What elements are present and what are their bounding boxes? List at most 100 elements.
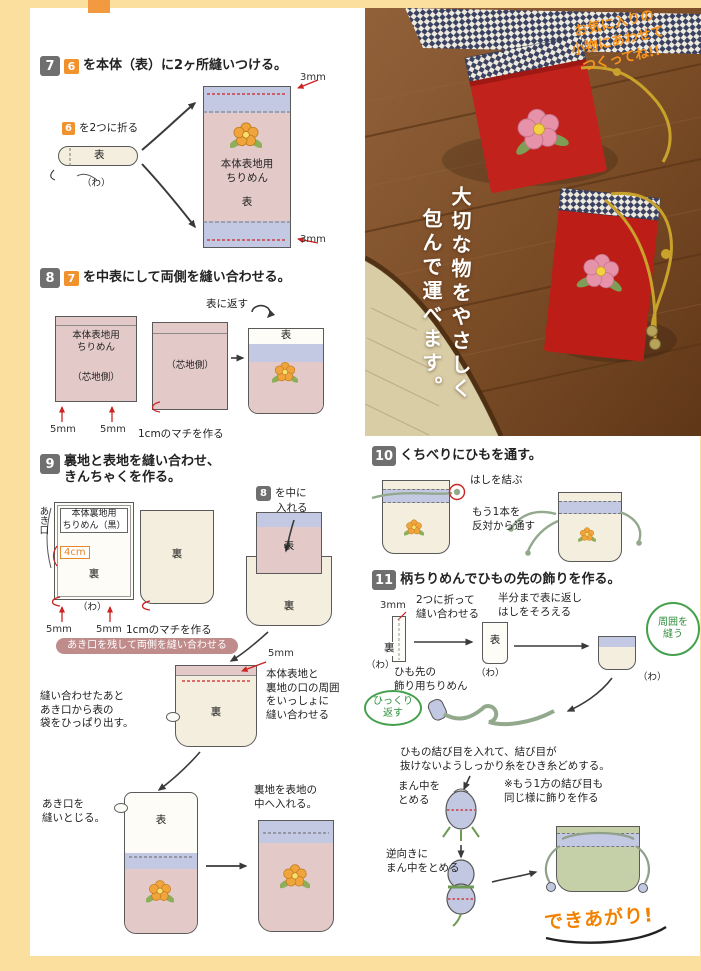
tatami-mat bbox=[365, 260, 499, 436]
bag-band bbox=[125, 853, 197, 869]
fabric-a-diagram bbox=[55, 316, 137, 402]
inner-omote-label: 表 bbox=[283, 540, 295, 552]
pulled-bag-omote: 表 bbox=[155, 814, 167, 826]
other-knot-note: ※もう1方の結び目も 同じ様に飾りを作る bbox=[504, 778, 604, 804]
step7-fold-ref-badge: 6 bbox=[62, 122, 75, 136]
bag-body bbox=[125, 869, 197, 933]
pull-out-note: 縫い合わせたあと あき口から表の 袋をひっぱり出す。 bbox=[40, 690, 134, 730]
double-border bbox=[57, 505, 131, 597]
cord-bead bbox=[646, 325, 658, 337]
rim-sew-note: 本体表地と 裏地の口の周囲 をいっしょに 縫い合わせる bbox=[266, 668, 340, 721]
lining-name-box: 本体裏地用 ちりめん（黒） bbox=[60, 508, 128, 534]
second-cord-label: もう1本を 反対から通す bbox=[472, 506, 535, 532]
cord-casing bbox=[559, 501, 621, 514]
step7-fold-text: を2つに折る bbox=[79, 122, 139, 134]
flower-icon bbox=[578, 527, 596, 544]
step7-ref-badge: 6 bbox=[64, 58, 79, 74]
folded-strip-diagram bbox=[58, 146, 138, 166]
bag-band bbox=[259, 821, 333, 843]
pouch-red-1 bbox=[464, 35, 607, 193]
knot-end-label: はしを結ぶ bbox=[470, 474, 523, 486]
fabric-a-core: （芯地側） bbox=[72, 372, 120, 383]
step10-title: くちべりにひもを通す。 bbox=[400, 447, 542, 463]
mm-label: 5mm bbox=[50, 424, 76, 435]
step11-number: 11 bbox=[372, 570, 397, 590]
opening-tab bbox=[114, 803, 128, 813]
machi-label: 1cmのマチを作る bbox=[126, 624, 212, 636]
step8-title: を中表にして両側を縫い合わせる。 bbox=[83, 269, 291, 285]
akiguchi-label: あき口 bbox=[37, 506, 49, 535]
knot-instruction-note: ひもの結び目を入れて、結び目が 抜けないようしっかり糸をひき糸どめする。 bbox=[400, 746, 610, 772]
wa-label: （わ） bbox=[366, 660, 395, 671]
gold-cord bbox=[580, 65, 673, 339]
mm-label: 5mm bbox=[268, 648, 294, 659]
opening-tab bbox=[166, 712, 180, 722]
lining-ura-label: 裏 bbox=[88, 568, 100, 580]
step7-title: を本体（表）に2ヶ所縫いつける。 bbox=[83, 57, 288, 73]
tip-band bbox=[599, 637, 635, 647]
fabric-name-label: 本体表地用 ちりめん bbox=[220, 158, 274, 184]
fabric-bottom-band bbox=[204, 221, 290, 247]
fabric-b-core: （芯地側） bbox=[166, 360, 214, 371]
insert-text1: を中に bbox=[275, 486, 307, 499]
tatami-texture bbox=[365, 307, 440, 436]
fabric-c-omote: 表 bbox=[280, 329, 292, 341]
flower-icon bbox=[280, 864, 310, 891]
fabric-top-band bbox=[204, 87, 290, 113]
sew-sides-note: あき口を残して両側を縫い合わせる bbox=[56, 638, 238, 654]
wa-label: （わ） bbox=[476, 668, 505, 679]
page-tab bbox=[88, 0, 110, 13]
fold-sew-label: 2つに折って 縫い合わせる bbox=[416, 594, 479, 620]
step11-header: 11 柄ちりめんでひもの先の飾りを作る。 bbox=[372, 570, 620, 590]
step8-ref-badge: 7 bbox=[64, 270, 79, 286]
turn-over-label: 表に返す bbox=[206, 298, 248, 310]
checkered-fabric bbox=[405, 8, 701, 54]
step7-header: 7 6 を本体（表）に2ヶ所縫いつける。 bbox=[40, 56, 287, 76]
step11-title: 柄ちりめんでひもの先の飾りを作る。 bbox=[400, 571, 621, 587]
step7-fold-label: 6 を2つに折る bbox=[62, 122, 138, 136]
mm-label: 5mm bbox=[46, 624, 72, 635]
pouch-a-diagram bbox=[382, 480, 450, 554]
half-turn-label: 半分まで表に返し はしをそろえる bbox=[498, 592, 582, 618]
insert-ref-badge: 8 bbox=[256, 486, 271, 501]
photo-caption-col1: 大切な物をやさしく bbox=[448, 186, 472, 402]
pouch-b-diagram bbox=[558, 492, 622, 562]
mm-top-label: 3mm bbox=[300, 72, 326, 83]
flip-badge: ひっくり 返す bbox=[364, 690, 422, 726]
fold-edge bbox=[153, 323, 227, 334]
reverse-tack-label: 逆向きに まん中をとめる bbox=[386, 848, 460, 874]
photo-caption-col2: 包んで運べます。 bbox=[419, 208, 443, 400]
sewn-tip-diagram bbox=[598, 636, 636, 670]
insert-text2: 入れる bbox=[276, 502, 308, 514]
mm-bottom-label: 3mm bbox=[300, 234, 326, 245]
sew-around-badge: 周囲を 縫う bbox=[646, 602, 700, 656]
finished-product-photo bbox=[365, 8, 701, 436]
fabric-omote-label: 表 bbox=[241, 196, 253, 208]
fabric-a-name: 本体表地用 ちりめん bbox=[72, 330, 120, 354]
flower-icon bbox=[146, 880, 174, 905]
final-pouch-diagram bbox=[556, 826, 640, 892]
flower-icon bbox=[230, 122, 262, 151]
step10-header: 10 くちべりにひもを通す。 bbox=[372, 446, 542, 466]
step9-wa-label: （わ） bbox=[78, 602, 107, 613]
step9-header: 9 裏地と表地を縫い合わせ、 きんちゃくを作る。 bbox=[40, 454, 220, 487]
lining-bag-ura: 裏 bbox=[171, 548, 183, 560]
pouch-red-2 bbox=[544, 187, 661, 362]
photo-illustration bbox=[365, 8, 701, 436]
step8-header: 8 7 を中表にして両側を縫い合わせる。 bbox=[40, 268, 291, 288]
omote-label: 表 bbox=[489, 634, 501, 646]
rim-bag-diagram bbox=[166, 665, 257, 747]
cord-knot bbox=[661, 249, 671, 259]
table-edge bbox=[365, 255, 504, 436]
mm-label: 5mm bbox=[100, 424, 126, 435]
half-turned-diagram bbox=[482, 622, 508, 664]
mm-label: 5mm bbox=[96, 624, 122, 635]
strip-ura-label: 裏 bbox=[384, 642, 395, 656]
step7-number: 7 bbox=[40, 56, 60, 76]
wa-label: （わ） bbox=[638, 672, 667, 683]
outer-ura-label: 裏 bbox=[283, 600, 295, 612]
fold-edge bbox=[56, 317, 136, 326]
cord-bead bbox=[649, 338, 661, 350]
step8-number: 8 bbox=[40, 268, 60, 288]
